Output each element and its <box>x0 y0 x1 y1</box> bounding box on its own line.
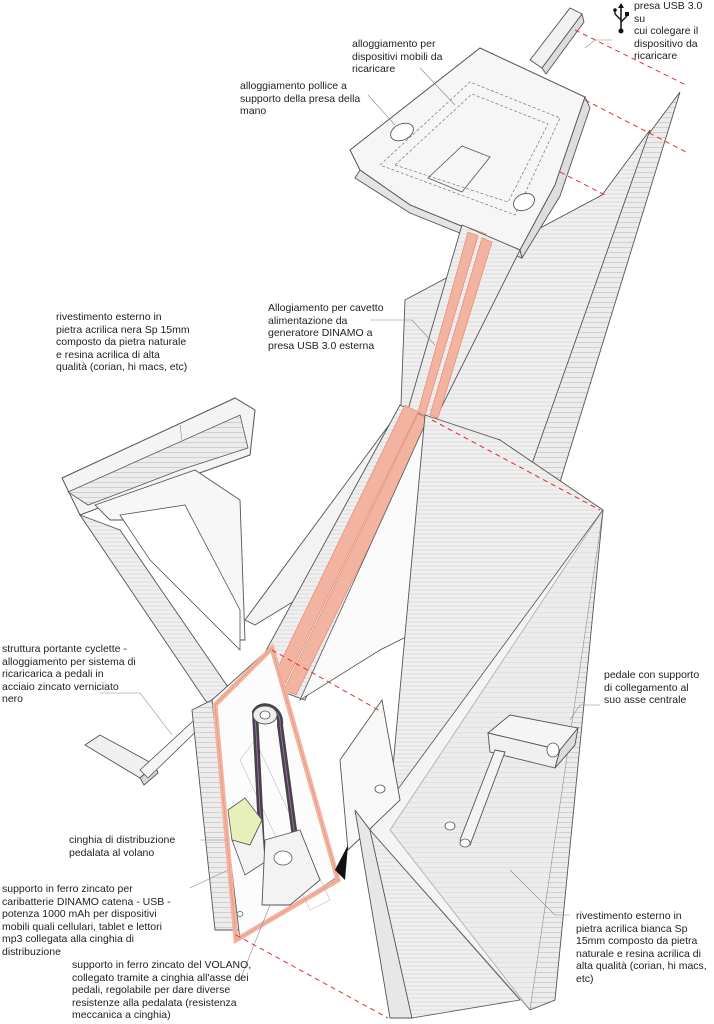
label-dynamo: supporto in ferro zincato per caribatter… <box>2 883 171 958</box>
right-pedal <box>459 714 579 848</box>
leader-lines <box>100 39 612 981</box>
label-cable-housing: Allogiamento per cavetto alimentazione d… <box>268 302 384 352</box>
label-black-cladding: rivestimento esterno in pietra acrilica … <box>56 311 190 373</box>
explode-lines <box>235 29 687 1019</box>
label-usb-port: presa USB 3.0 su cui colegare il disposi… <box>634 0 703 62</box>
label-flywheel: supporto in ferro zincato del VOLANO, co… <box>72 959 252 1021</box>
saddle <box>61 397 256 711</box>
label-device-housing: alloggiamento per dispositivi mobili da … <box>352 38 443 75</box>
label-belt: cinghia di distribuzione pedalata al vol… <box>69 834 176 859</box>
usb-icon <box>613 3 629 34</box>
label-white-cladding: rivestimento esterno in pietra acrilica … <box>576 910 707 985</box>
label-frame: struttura portante cyclette - alloggiame… <box>2 643 136 705</box>
neck-column <box>404 224 521 431</box>
mechanism-housing <box>191 643 341 945</box>
label-pedal: pedale con supporto di collegamento al s… <box>604 669 700 706</box>
label-thumb-housing: alloggiamento pollice a supporto della p… <box>240 80 361 117</box>
